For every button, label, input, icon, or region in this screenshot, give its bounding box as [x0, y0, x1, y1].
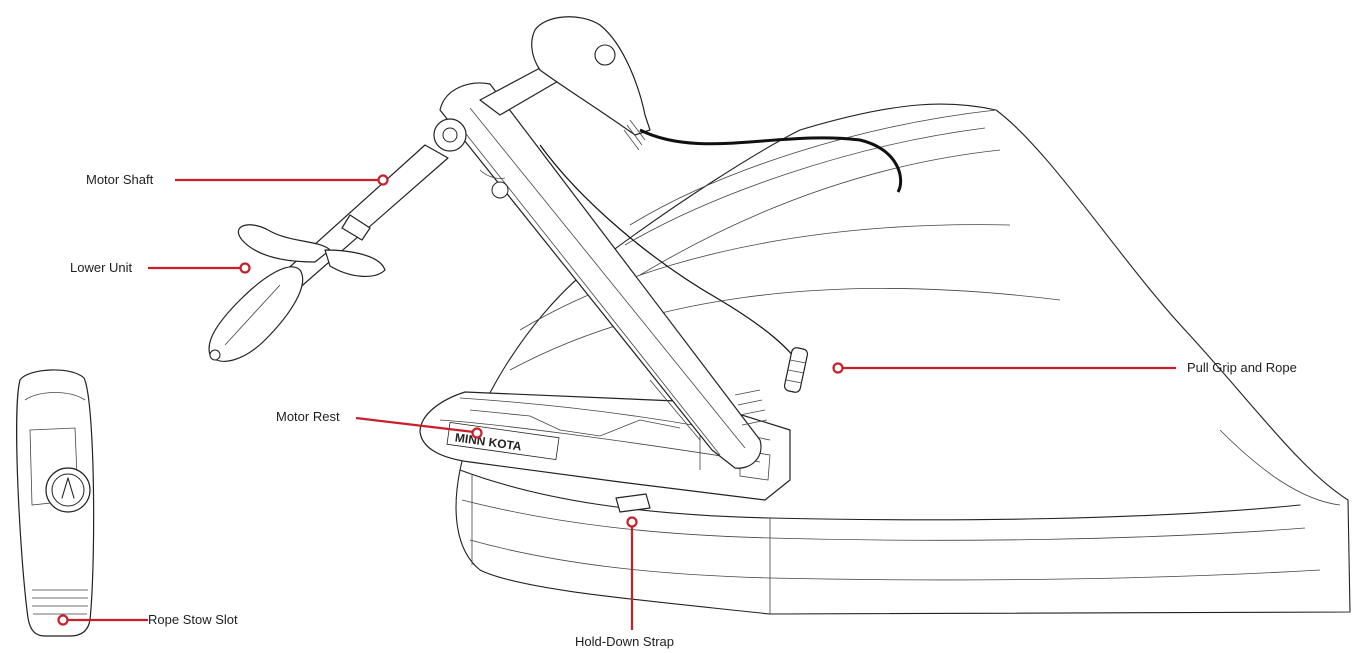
rope-stow-inset: [16, 369, 95, 637]
callout-hold-down-leader: [626, 516, 638, 630]
motor-head: [433, 82, 768, 469]
callout-motor-shaft-leader: [175, 174, 389, 186]
label-motor-shaft: Motor Shaft: [86, 172, 154, 187]
tiller-handle: [479, 16, 651, 151]
lower-unit: [208, 224, 386, 362]
callout-lower-unit-leader: [148, 262, 251, 274]
label-rope-stow: Rope Stow Slot: [148, 612, 238, 627]
label-hold-down: Hold-Down Strap: [575, 634, 674, 649]
label-pull-grip: Pull Grip and Rope: [1187, 360, 1297, 375]
callout-pull-grip-leader: [832, 362, 1176, 374]
power-cable: [639, 128, 903, 193]
rope: [539, 144, 801, 366]
boat-hull: [455, 103, 1351, 615]
label-lower-unit: Lower Unit: [70, 260, 133, 275]
callout-motor-rest-leader: [355, 416, 483, 439]
label-motor-rest: Motor Rest: [276, 409, 340, 424]
pull-grip: [783, 347, 809, 393]
callout-rope-stow-leader: [57, 614, 148, 626]
